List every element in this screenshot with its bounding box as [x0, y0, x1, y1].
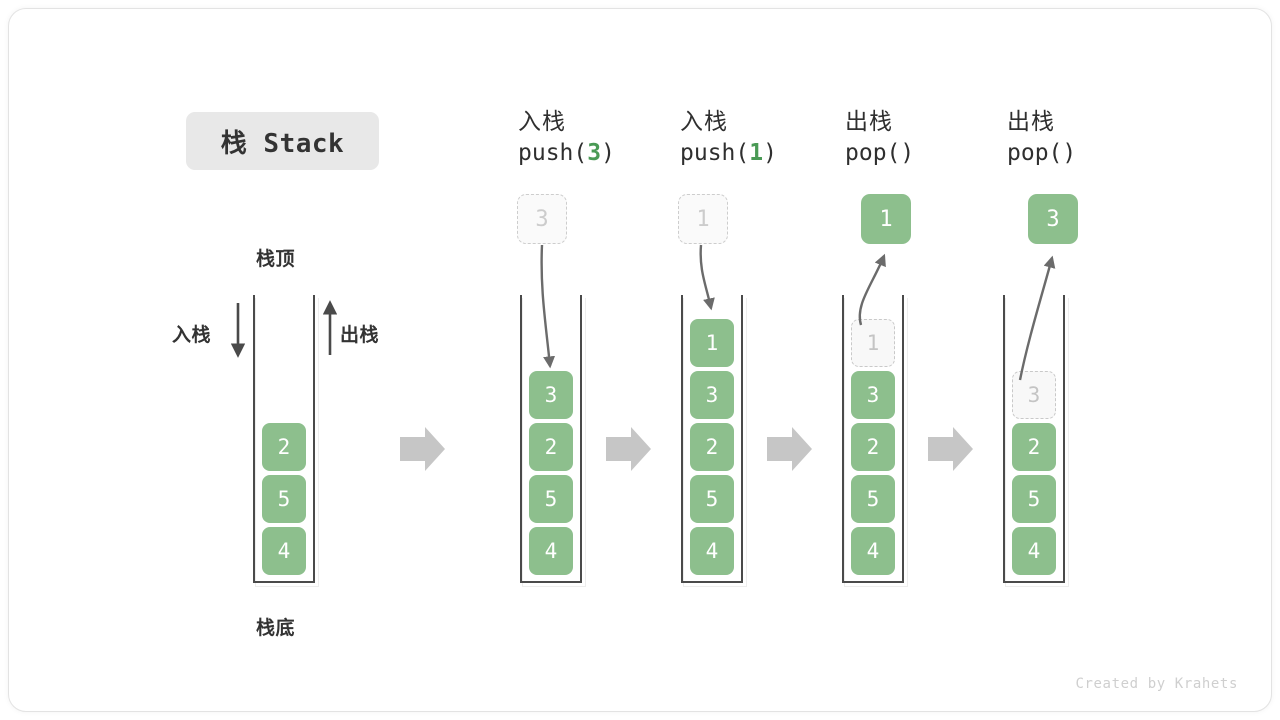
incoming-value-box-push-3: 3 [517, 194, 567, 244]
caption-code-pop-1: pop() [845, 140, 915, 166]
stack-cell: 5 [851, 475, 895, 523]
stack-cell: 5 [262, 475, 306, 523]
stack-cell: 2 [690, 423, 734, 471]
popped-value-box-pop-3: 3 [1028, 194, 1078, 244]
stack-shadow [1005, 298, 1069, 587]
caption-cn-push-3: 入栈 [518, 109, 566, 135]
stack-cell: 2 [529, 423, 573, 471]
column-caption-push-1: 入栈 push(1) [680, 107, 777, 169]
stack-cell: 5 [529, 475, 573, 523]
caption-cn-push-1: 入栈 [680, 109, 728, 135]
label-push-side: 入栈 [172, 324, 212, 346]
column-caption-pop-1: 出栈 pop() [845, 107, 914, 169]
stack-title-label: 栈 Stack [220, 128, 345, 159]
stack-floor [253, 581, 315, 583]
stack-column-pop-1: 1 3 2 5 4 [842, 295, 908, 587]
stack-cell: 4 [262, 527, 306, 575]
stack-wall-right [902, 295, 904, 583]
stack-cell: 4 [529, 527, 573, 575]
stack-cell: 3 [851, 371, 895, 419]
stack-floor [1003, 581, 1065, 583]
label-stack-bottom: 栈底 [256, 617, 296, 639]
caption-code-push-1: push(1) [680, 140, 777, 166]
stack-floor [681, 581, 743, 583]
watermark-credit: Created by Krahets [1075, 676, 1238, 692]
popped-value-box-pop-1: 1 [861, 194, 911, 244]
stack-cell: 2 [262, 423, 306, 471]
stack-shadow [844, 298, 908, 587]
caption-cn-pop-1: 出栈 [845, 109, 893, 135]
stack-wall-right [741, 295, 743, 583]
caption-code-push-3: push(3) [518, 140, 615, 166]
stack-column-push-1: 1 3 2 5 4 [681, 295, 747, 587]
stack-shadow [522, 298, 586, 587]
stack-column-initial: 2 5 4 [253, 295, 319, 587]
incoming-value-box-push-1: 1 [678, 194, 728, 244]
caption-code-arg-push-3: 3 [587, 140, 602, 166]
stack-cell: 5 [1012, 475, 1056, 523]
label-stack-top: 栈顶 [256, 248, 296, 270]
label-pop-side: 出栈 [340, 324, 380, 346]
stack-wall-right [1063, 295, 1065, 583]
stack-title-badge: 栈 Stack [186, 112, 379, 170]
stack-floor [520, 581, 582, 583]
stack-cell: 2 [1012, 423, 1056, 471]
stack-cell: 4 [851, 527, 895, 575]
stack-column-push-3: 3 2 5 4 [520, 295, 586, 587]
caption-code-arg-push-1: 1 [749, 140, 764, 166]
stack-wall-left [1003, 295, 1005, 583]
caption-cn-pop-3: 出栈 [1007, 109, 1055, 135]
stack-cell: 4 [1012, 527, 1056, 575]
stack-column-pop-3: 3 2 5 4 [1003, 295, 1069, 587]
caption-code-pop-3: pop() [1007, 140, 1077, 166]
stack-wall-right [313, 295, 315, 583]
stack-cell: 2 [851, 423, 895, 471]
stack-cell: 3 [529, 371, 573, 419]
column-caption-push-3: 入栈 push(3) [518, 107, 615, 169]
stack-cell: 3 [690, 371, 734, 419]
stack-floor [842, 581, 904, 583]
removed-cell-ghost: 3 [1012, 371, 1056, 419]
column-caption-pop-3: 出栈 pop() [1007, 107, 1076, 169]
stack-cell: 4 [690, 527, 734, 575]
removed-cell-ghost: 1 [851, 319, 895, 367]
stack-shadow [255, 298, 319, 587]
stack-cell: 5 [690, 475, 734, 523]
stack-wall-left [842, 295, 844, 583]
stack-cell: 1 [690, 319, 734, 367]
stack-wall-left [520, 295, 522, 583]
stack-wall-left [681, 295, 683, 583]
stack-wall-right [580, 295, 582, 583]
stack-wall-left [253, 295, 255, 583]
stack-shadow [683, 298, 747, 587]
